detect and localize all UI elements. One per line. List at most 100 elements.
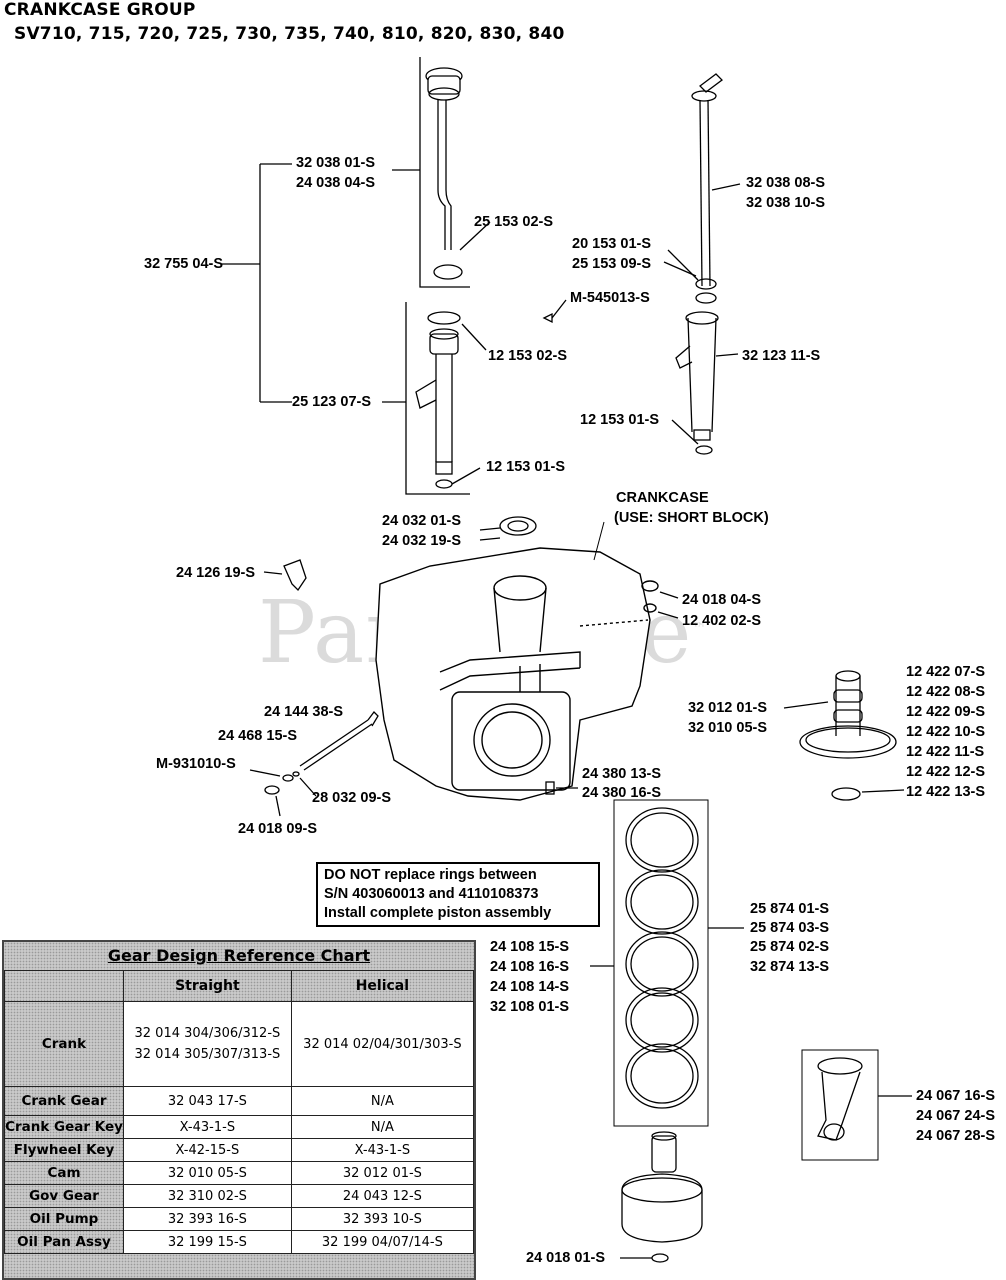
part-12153-01-left: 12 153 01-S [486,459,566,475]
bracket [283,559,307,592]
part-12422-11: 12 422 11-S [906,744,985,760]
part-12402-02: 12 402 02-S [682,613,762,629]
table-row: Gov Gear 32 310 02-S 24 043 12-S [4,1184,475,1208]
row-label: Oil Pan Assy [4,1230,124,1254]
part-12422-13: 12 422 13-S [906,784,986,800]
cell-helical: 32 012 01-S [290,1161,475,1185]
part-m-545013: M-545013-S [570,290,650,306]
oil-tube-small [249,711,379,817]
cell-straight: 32 393 16-S [123,1207,292,1231]
table-row: Flywheel Key X-42-15-S X-43-1-S [4,1138,475,1162]
part-24380-13: 24 380 13-S [582,766,662,782]
row-label: Flywheel Key [4,1138,124,1162]
part-m-931010: M-931010-S [156,756,236,772]
part-20153-01: 20 153 01-S [572,236,652,252]
part-32038-10: 32 038 10-S [746,195,826,211]
cell-straight-line-1: 32 014 304/306/312-S [134,1026,281,1041]
table-row: Oil Pan Assy 32 199 15-S 32 199 04/07/14… [4,1230,475,1254]
part-24018-09: 24 018 09-S [238,821,318,837]
table-row: Oil Pump 32 393 16-S 32 393 10-S [4,1207,475,1231]
table-row: Crank 32 014 304/306/312-S 32 014 305/30… [4,1001,475,1087]
dipstick-right [667,73,741,304]
part-28032-09: 28 032 09-S [312,790,392,806]
cell-helical: 24 043 12-S [290,1184,475,1208]
part-24067-28: 24 067 28-S [916,1128,996,1144]
page-title: CRANKCASE GROUP [4,0,196,20]
part-12153-02: 12 153 02-S [488,348,568,364]
part-24108-14: 24 108 14-S [490,979,570,995]
part-12422-07: 12 422 07-S [906,664,986,680]
part-12422-09: 12 422 09-S [906,704,986,720]
gear-design-reference-chart: Gear Design Reference Chart Straight Hel… [2,940,476,1280]
part-25153-02: 25 153 02-S [474,214,554,230]
dipstick-tube-left [415,311,487,489]
cell-straight: X-42-15-S [123,1138,292,1162]
row-label: Crank Gear [4,1086,124,1116]
part-24380-16: 24 380 16-S [582,785,662,801]
part-24032-01: 24 032 01-S [382,513,462,529]
part-12153-01-right: 12 153 01-S [580,412,660,428]
part-12422-10: 12 422 10-S [906,724,986,740]
part-24032-19: 24 032 19-S [382,533,462,549]
table-row: Crank Gear 32 043 17-S N/A [4,1086,475,1116]
cell-straight: 32 310 02-S [123,1184,292,1208]
part-25123-07: 25 123 07-S [292,394,372,410]
gear-chart-corner [4,970,124,1002]
camshaft [783,670,905,801]
part-12422-08: 12 422 08-S [906,684,986,700]
col-header-straight: Straight [123,970,292,1002]
part-24108-16: 24 108 16-S [490,959,570,975]
cell-helical: N/A [290,1086,475,1116]
dipstick-group-bracket [222,57,470,495]
piston-rings [590,799,744,1127]
part-32108-01: 32 108 01-S [490,999,570,1015]
part-24018-01: 24 018 01-S [526,1250,606,1266]
part-32038-08: 32 038 08-S [746,175,826,191]
col-header-helical: Helical [290,970,475,1002]
piston [620,1131,703,1263]
cell-helical: N/A [290,1115,475,1139]
gear-chart-table: Straight Helical Crank 32 014 304/306/31… [4,970,475,1254]
cell-helical: 32 014 02/04/301/303-S [290,1001,475,1087]
part-24108-15: 24 108 15-S [490,939,570,955]
part-24468-15: 24 468 15-S [218,728,298,744]
ring-replacement-note: DO NOT replace rings between S/N 4030600… [316,862,600,927]
part-25874-03: 25 874 03-S [750,920,830,936]
part-24126-19: 24 126 19-S [176,565,256,581]
row-label: Crank [4,1001,124,1087]
part-32755-04: 32 755 04-S [144,256,224,272]
oil-seal [499,516,537,536]
dipstick-tube-right [542,299,739,455]
part-32123-11: 32 123 11-S [742,348,821,364]
part-32874-13: 32 874 13-S [750,959,830,975]
crankcase-label: CRANKCASE [616,490,709,506]
cell-helical: X-43-1-S [290,1138,475,1162]
model-list: SV710, 715, 720, 725, 730, 735, 740, 810… [14,24,565,44]
crankcase-note: (USE: SHORT BLOCK) [614,510,769,526]
gear-chart-title: Gear Design Reference Chart [107,946,371,965]
part-24144-38: 24 144 38-S [264,704,344,720]
row-label: Cam [4,1161,124,1185]
dowel-pin [545,781,555,795]
part-25874-01: 25 874 01-S [750,901,830,917]
connecting-rod [801,1049,912,1161]
table-row: Cam 32 010 05-S 32 012 01-S [4,1161,475,1185]
crankcase-body [375,521,679,801]
leader-line [663,261,697,277]
part-24067-16: 24 067 16-S [916,1088,996,1104]
part-32012-01: 32 012 01-S [688,700,768,716]
cell-straight-line-2: 32 014 305/307/313-S [134,1047,281,1062]
part-32038-01: 32 038 01-S [296,155,376,171]
cell-straight: 32 010 05-S [123,1161,292,1185]
dipstick-left [425,67,491,280]
cell-helical: 32 393 10-S [290,1207,475,1231]
part-25153-09: 25 153 09-S [572,256,652,272]
part-24067-24: 24 067 24-S [916,1108,996,1124]
part-25874-02: 25 874 02-S [750,939,830,955]
part-12422-12: 12 422 12-S [906,764,986,780]
table-row: Crank Gear Key X-43-1-S N/A [4,1115,475,1139]
part-24038-04: 24 038 04-S [296,175,376,191]
part-24018-04: 24 018 04-S [682,592,762,608]
row-label: Gov Gear [4,1184,124,1208]
